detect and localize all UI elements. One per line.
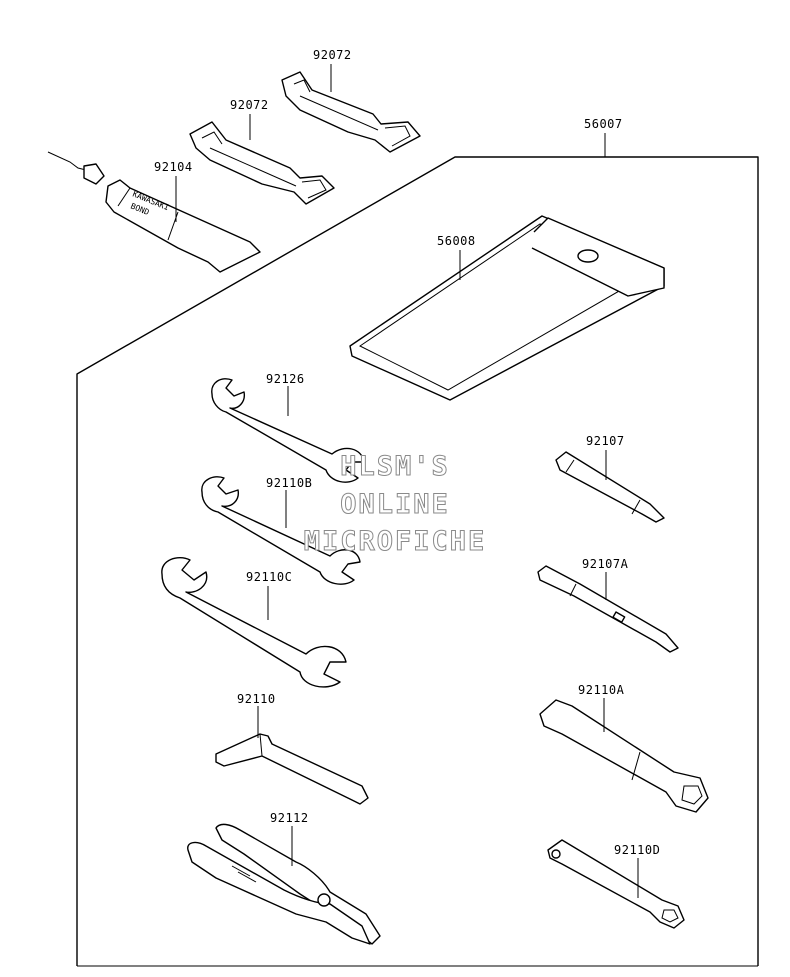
label-92107A: 92107A	[582, 557, 629, 571]
screwdriver-92107	[555, 451, 665, 523]
label-92110C: 92110C	[246, 570, 293, 584]
label-92110: 92110	[237, 692, 276, 706]
watermark-line-2: ONLINE	[340, 489, 450, 520]
label-92126: 92126	[266, 372, 305, 386]
watermark-line-3: MICROFICHE	[303, 526, 487, 557]
tool-kit-boundary	[76, 156, 759, 966]
wrench-92126	[211, 378, 365, 483]
label-92107: 92107	[586, 434, 625, 448]
label-92110B: 92110B	[266, 476, 313, 490]
wrench-92110C	[161, 556, 347, 688]
hex-key-92110	[215, 733, 369, 805]
label-56008: 56008	[437, 234, 476, 248]
label-92072-mid: 92072	[230, 98, 269, 112]
label-92110D: 92110D	[614, 843, 661, 857]
label-92072-top: 92072	[313, 48, 352, 62]
battery-strap-mid	[189, 121, 335, 205]
box-wrench-92110D	[547, 839, 685, 929]
watermark-line-1: HLSM'S	[340, 451, 450, 482]
battery-strap-top	[281, 71, 421, 153]
bond-tube: KAWASAKI BOND	[47, 151, 261, 273]
wrench-92110B	[201, 476, 361, 585]
label-56007: 56007	[584, 117, 623, 131]
label-92104: 92104	[154, 160, 193, 174]
plug-wrench-92110A	[539, 699, 709, 813]
label-92110A: 92110A	[578, 683, 625, 697]
label-92112: 92112	[270, 811, 309, 825]
tool-bag	[349, 215, 665, 401]
pliers-92112	[187, 823, 381, 945]
screwdriver-92107A	[537, 565, 679, 653]
